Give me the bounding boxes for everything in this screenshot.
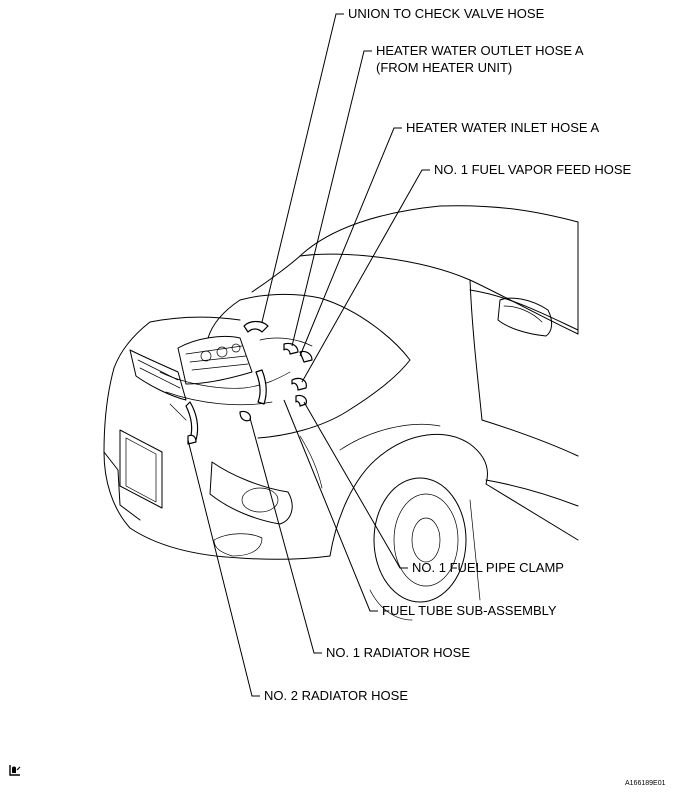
label-fuel-tube-sub-assembly: FUEL TUBE SUB-ASSEMBLY <box>382 603 557 618</box>
leader-fuel-vapor-feed-hose <box>301 169 430 383</box>
label-heater-water-outlet-hose: HEATER WATER OUTLET HOSE A <box>376 43 584 58</box>
leader-lines <box>187 13 430 697</box>
label-fuel-vapor-feed-hose: NO. 1 FUEL VAPOR FEED HOSE <box>434 162 632 177</box>
label-union-to-check-valve-hose: UNION TO CHECK VALVE HOSE <box>348 6 545 21</box>
leader-union-to-check-valve-hose <box>261 13 344 323</box>
car-illustration <box>103 205 579 621</box>
label-no1-radiator-hose: NO. 1 RADIATOR HOSE <box>326 645 470 660</box>
leader-no1-radiator-hose <box>249 417 322 654</box>
label-no2-radiator-hose: NO. 2 RADIATOR HOSE <box>264 688 408 703</box>
leader-heater-water-outlet-hose <box>291 50 372 347</box>
label-fuel-pipe-clamp: NO. 1 FUEL PIPE CLAMP <box>412 560 564 575</box>
leader-fuel-tube <box>283 399 378 612</box>
figure-code: A166189E01 <box>625 780 666 787</box>
leader-heater-water-inlet-hose <box>299 127 402 357</box>
leader-fuel-pipe-clamp <box>303 401 408 569</box>
page-reference-icon <box>9 765 21 776</box>
label-heater-water-outlet-hose-note: (FROM HEATER UNIT) <box>376 60 513 75</box>
label-heater-water-inlet-hose: HEATER WATER INLET HOSE A <box>406 120 600 135</box>
leader-no2-radiator-hose <box>187 439 260 697</box>
